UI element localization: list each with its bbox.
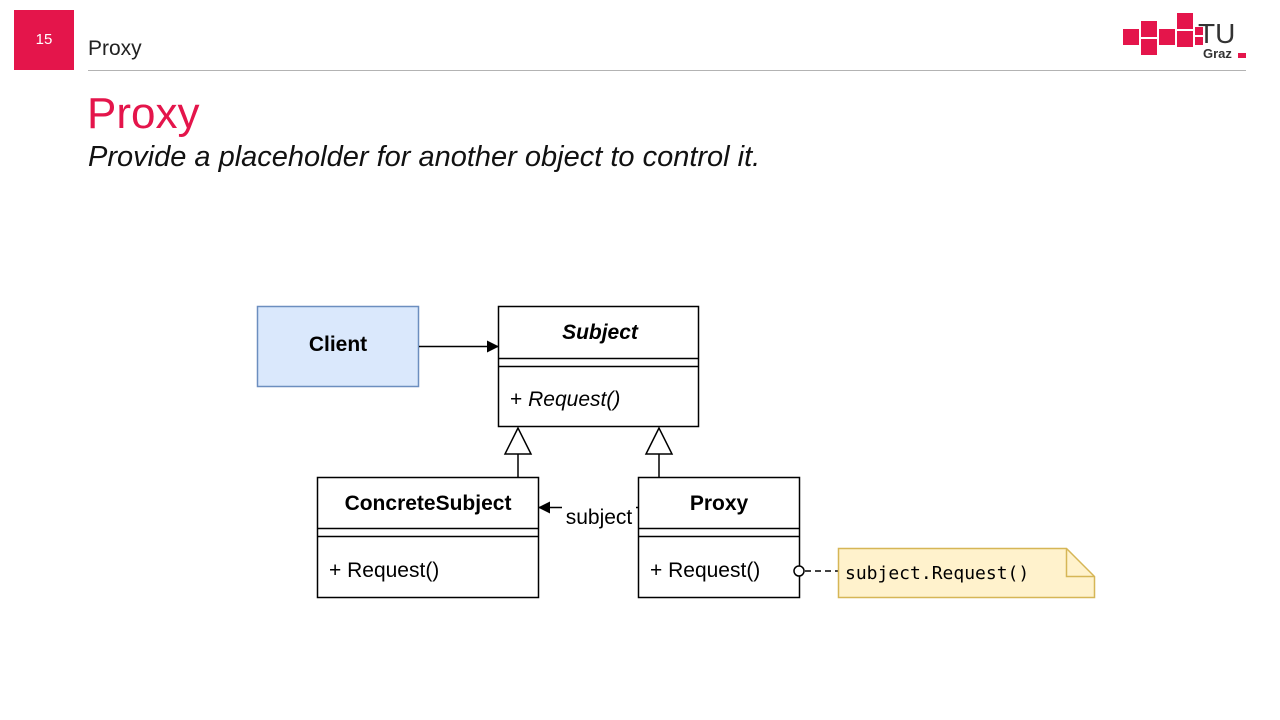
logo-pixel-pattern <box>1123 13 1246 58</box>
proxy-generalization <box>644 426 674 477</box>
concrete-subject-label: ConcreteSubject <box>345 492 512 515</box>
association-label: subject <box>566 506 633 529</box>
logo-text-graz: Graz <box>1203 46 1232 61</box>
logo-text-tu: TU <box>1198 18 1235 49</box>
subject-label: Subject <box>562 321 639 344</box>
header-divider <box>88 70 1246 71</box>
note-text: subject.Request() <box>845 563 1029 584</box>
subject-operation: + Request() <box>510 388 620 411</box>
slide-number: 15 <box>14 10 74 70</box>
proxy-label: Proxy <box>690 492 749 515</box>
slide-subtitle: Provide a placeholder for another object… <box>88 141 761 173</box>
client-label: Client <box>309 333 367 356</box>
concrete-subject-operation: + Request() <box>329 559 439 582</box>
section-title: Proxy <box>88 37 142 60</box>
concrete-subject-class: ConcreteSubject + Request() <box>316 476 540 599</box>
concrete-subject-generalization <box>503 426 533 477</box>
slide-title: Proxy <box>87 89 200 138</box>
note-connector <box>793 565 838 577</box>
proxy-operation: + Request() <box>650 559 760 582</box>
proxy-class: Proxy + Request() <box>637 476 801 599</box>
tu-graz-logo: TU Graz <box>1123 13 1246 61</box>
client-class: Client <box>256 305 420 388</box>
proxy-concrete-association: subject <box>538 501 638 530</box>
implementation-note: subject.Request() <box>837 547 1096 599</box>
subject-class: Subject + Request() <box>497 305 700 428</box>
